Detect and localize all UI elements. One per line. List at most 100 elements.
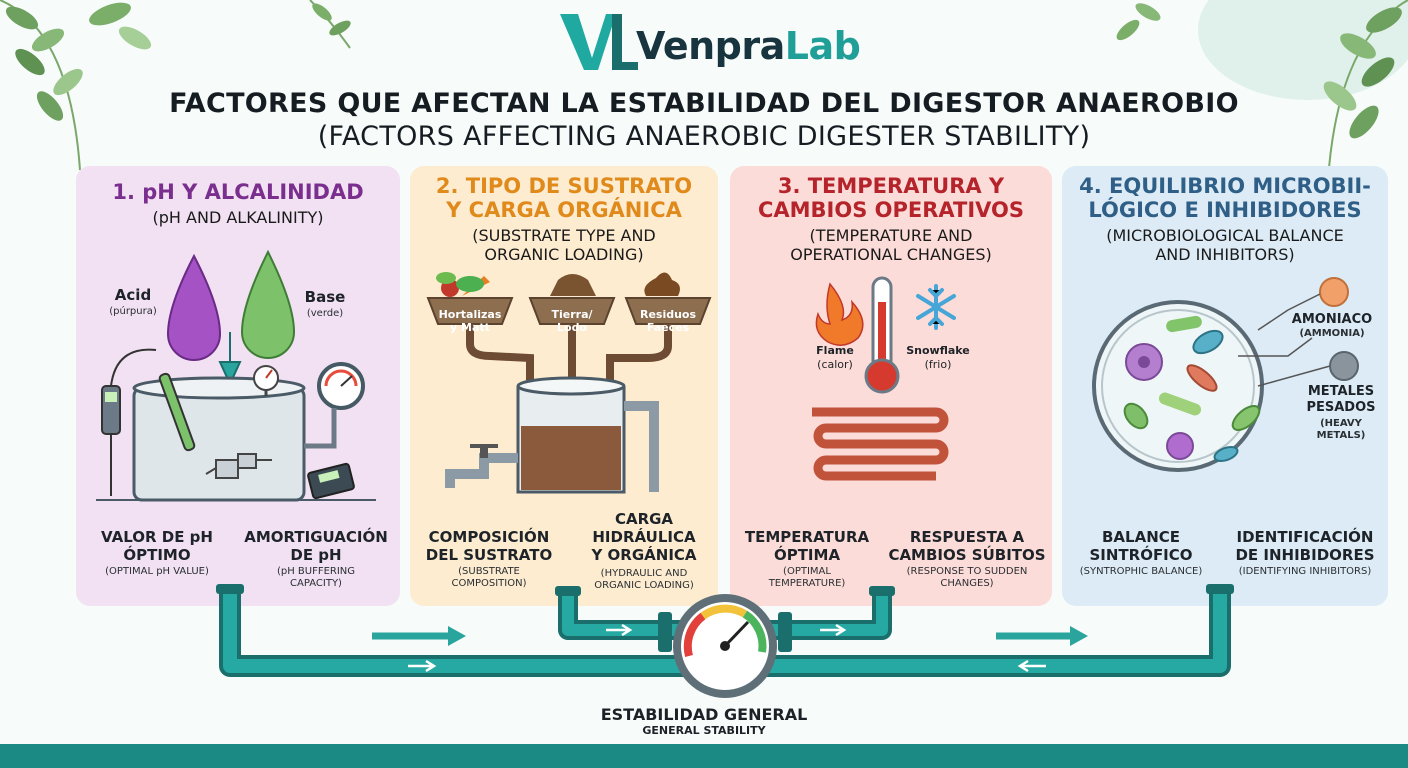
digester-illustration: [426, 272, 712, 494]
ph-tank-illustration: [96, 249, 376, 502]
page-title-es: FACTORES QUE AFECTAN LA ESTABILIDAD DEL …: [169, 88, 1239, 119]
panel-title-line: CAMBIOS OPERATIVOS: [757, 198, 1025, 222]
factor-identifying-inhibitors-en: (IDENTIFYING INHIBITORS): [1238, 566, 1372, 577]
ph-probe-icon: [158, 372, 196, 452]
factor-line: DE INHIBIDORES: [1235, 546, 1375, 564]
bowl-line: Lodo: [557, 321, 587, 334]
factor-optimal-ph-en: (OPTIMAL pH VALUE): [105, 566, 209, 577]
factor-en-line: COMPOSITION): [451, 578, 527, 589]
microbe-icon: [1166, 432, 1194, 460]
microbe-icon: [1213, 446, 1239, 462]
bowl-line: Residuos: [639, 308, 697, 321]
snowflake-sublabel: (frio): [924, 358, 952, 371]
inhibitor-en-line: (HEAVY: [1320, 418, 1362, 429]
bowl-label-vegetables: Hortalizas y Matt: [428, 308, 512, 334]
brand-name: VenpraLab: [636, 24, 861, 68]
panel-title-line: LÓGICO E INHIBIDORES: [1088, 198, 1362, 222]
bowl-label-soil: Tierra/ Lodo: [530, 308, 614, 334]
panel-title: 1. pH Y ALCALINIDAD: [112, 180, 364, 204]
brand-name-part1: Venpra: [636, 24, 785, 68]
factor-ph-buffering-en: (pH BUFFERING CAPACITY): [236, 566, 396, 590]
petri-dish-illustration: [1092, 277, 1359, 472]
factor-syntrophic-balance: BALANCE SINTRÓFICO: [1062, 528, 1220, 564]
factor-en-line: (OPTIMAL: [783, 566, 831, 577]
acid-drop-icon: [166, 253, 222, 361]
bowl-line: Faeces: [646, 321, 690, 334]
microbe-icon: [1123, 402, 1149, 430]
panel-substrate-loading: 2. TIPO DE SUSTRATO Y CARGA ORGÁNICA (SU…: [410, 166, 718, 606]
inhibitor-en-line: METALS): [1316, 430, 1366, 441]
factor-line: TEMPERATURA: [744, 528, 870, 546]
flame-icon: [815, 282, 864, 346]
heavy-metals-icon: [1329, 351, 1359, 381]
snowflake-icon: [916, 284, 956, 330]
flame-sublabel: (calor): [817, 358, 853, 371]
factor-line: AMORTIGUACIÓN: [244, 528, 388, 546]
factor-en-line: (SUBSTRATE: [458, 566, 520, 577]
soil-mound-icon: [550, 274, 596, 296]
heating-coil-icon: [812, 407, 949, 481]
waste-icon: [644, 272, 680, 296]
brand-logo: VenpraLab: [556, 6, 866, 76]
factor-line: HIDRÁULICA: [592, 528, 696, 546]
leaves-decoration-right: [1116, 0, 1408, 181]
factor-ph-buffering: AMORTIGUACIÓN DE pH: [236, 528, 396, 564]
temperature-illustration: [812, 276, 956, 481]
bowl-label-waste: Residuos Faeces: [626, 308, 710, 334]
factor-line: ÓPTIMO: [123, 546, 191, 564]
inhibitor-line: METALES: [1307, 384, 1375, 399]
stability-gauge-icon: [658, 594, 792, 698]
factor-sudden-changes-en: (RESPONSE TO SUDDEN CHANGES): [882, 566, 1052, 590]
factor-sudden-changes: RESPUESTA A CAMBIOS SÚBITOS: [882, 528, 1052, 564]
overall-stability-subtitle: GENERAL STABILITY: [642, 724, 766, 737]
factor-hydraulic-loading-en: (HYDRAULIC AND ORGANIC LOADING): [570, 568, 718, 592]
base-drop-icon: [240, 249, 296, 359]
inhibitor-ammonia-en: (AMMONIA): [1299, 328, 1365, 339]
panel-subtitle: (SUBSTRATE TYPE AND ORGANIC LOADING): [410, 226, 718, 264]
panel-subtitle-line: (MICROBIOLOGICAL BALANCE: [1106, 226, 1344, 245]
base-sublabel: (verde): [306, 308, 344, 319]
factor-line: DE pH: [290, 546, 342, 564]
panel-title: 3. TEMPERATURA Y CAMBIOS OPERATIVOS: [730, 174, 1052, 222]
base-label: Base: [304, 288, 346, 306]
tap-icon: [480, 446, 488, 458]
microbe-icon: [1231, 405, 1261, 431]
microbe-icon: [1186, 364, 1218, 392]
bowl-line: Tierra/: [551, 308, 593, 321]
controller-box-icon: [307, 462, 355, 500]
panel-subtitle-line: (SUBSTRATE TYPE AND: [472, 226, 656, 245]
factor-line: DEL SUSTRATO: [425, 546, 553, 564]
panel-subtitle-line: ORGANIC LOADING): [484, 245, 644, 264]
factor-substrate-composition-en: (SUBSTRATE COMPOSITION): [414, 566, 564, 590]
snowflake-label: Snowflake: [906, 344, 970, 357]
panel-subtitle-line: AND INHIBITORS): [1155, 245, 1295, 264]
panel-title: 2. TIPO DE SUSTRATO Y CARGA ORGÁNICA: [410, 174, 718, 222]
factor-line: COMPOSICIÓN: [428, 528, 550, 546]
inhibitor-metals-en: (HEAVY METALS): [1298, 418, 1384, 442]
panel-subtitle-line: (TEMPERATURE AND: [809, 226, 973, 245]
factor-hydraulic-loading: CARGA HIDRÁULICA Y ORGÁNICA: [570, 510, 718, 564]
panel-ph-alkalinity: 1. pH Y ALCALINIDAD (pH AND ALKALINITY) …: [76, 166, 400, 606]
panel-title: 4. EQUILIBRIO MICROBII- LÓGICO E INHIBID…: [1062, 174, 1388, 222]
bottom-band: [0, 744, 1408, 768]
inhibitor-metals-label: METALES PESADOS: [1298, 384, 1384, 416]
flow-arrow-icon: [372, 626, 466, 646]
panel-subtitle-line: OPERATIONAL CHANGES): [790, 245, 992, 264]
factor-optimal-temperature-en: (OPTIMAL TEMPERATURE): [732, 566, 882, 590]
factor-line: CARGA: [614, 510, 674, 528]
inhibitor-ammonia-label: AMONIACO: [1291, 312, 1373, 327]
factor-en-line: (pH BUFFERING: [276, 566, 356, 577]
flame-label: Flame: [816, 344, 854, 357]
factor-line: SINTRÓFICO: [1089, 546, 1193, 564]
factor-en-line: CAPACITY): [290, 578, 342, 589]
panel-title-line: 4. EQUILIBRIO MICROBII-: [1079, 174, 1371, 198]
flow-arrow-icon: [996, 626, 1088, 646]
factor-identifying-inhibitors: IDENTIFICACIÓN DE INHIBIDORES: [1222, 528, 1388, 564]
acid-sublabel: (púrpura): [109, 306, 157, 317]
bowl-line: Hortalizas: [438, 308, 502, 321]
panel-temperature-operation: 3. TEMPERATURA Y CAMBIOS OPERATIVOS (TEM…: [730, 166, 1052, 606]
microbe-icon: [1192, 329, 1224, 355]
factor-en-line: (HYDRAULIC AND: [600, 568, 688, 579]
factor-line: Y ORGÁNICA: [591, 546, 697, 564]
acid-label: Acid: [114, 286, 152, 304]
